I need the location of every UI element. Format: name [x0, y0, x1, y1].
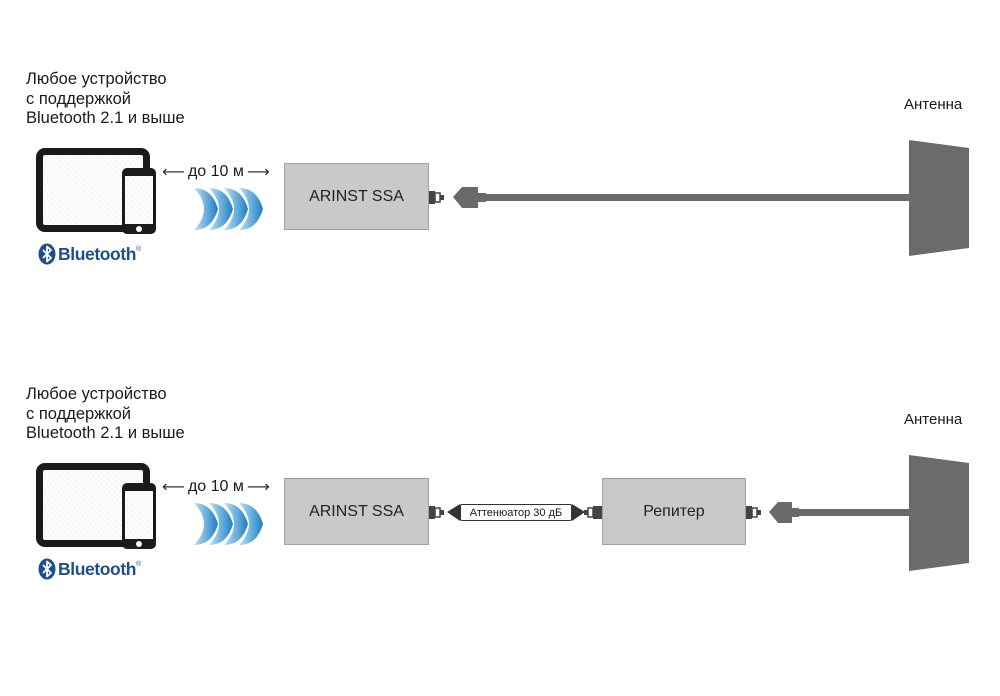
- range-label: до 10 м: [187, 163, 244, 180]
- arrow-right-icon: ⟶: [246, 164, 270, 181]
- attenuator-label: Аттенюатор 30 дБ: [469, 506, 563, 519]
- arrow-left-icon: ⟵: [162, 479, 185, 496]
- attenuator-left-tip: [447, 504, 460, 521]
- cable-assembly: [429, 502, 910, 523]
- diagram-repeater-connection: Любое устройство с поддержкой Bluetooth …: [0, 315, 1000, 615]
- caption-line-3: Bluetooth 2.1 и выше: [26, 424, 185, 442]
- repeater-box: Репитер: [602, 478, 746, 545]
- smartphone-icon: [122, 483, 156, 549]
- smartphone-icon: [122, 168, 156, 234]
- analyzer-label: ARINST SSA: [309, 187, 404, 205]
- bluetooth-icon: [38, 558, 56, 580]
- attenuator: Аттенюатор 30 дБ: [460, 504, 572, 521]
- bluetooth-label: Bluetooth: [58, 559, 137, 579]
- device-caption: Любое устройство с поддержкой Bluetooth …: [26, 385, 185, 444]
- registered-mark: ®: [136, 246, 142, 253]
- repeater-label: Репитер: [643, 502, 705, 520]
- analyzer-label: ARINST SSA: [309, 502, 404, 520]
- arrow-right-icon: ⟶: [246, 479, 270, 496]
- caption-line-3: Bluetooth 2.1 и выше: [26, 109, 185, 127]
- device-caption: Любое устройство с поддержкой Bluetooth …: [26, 70, 185, 129]
- analyzer-connector-icon: [429, 506, 444, 519]
- attenuator-right-tip: [572, 504, 585, 521]
- bluetooth-logo: Bluetooth ®: [38, 243, 141, 265]
- bluetooth-label: Bluetooth: [58, 244, 137, 264]
- antenna-label: Антенна: [904, 411, 963, 428]
- range-indicator: ⟵ до 10 м ⟶: [162, 475, 270, 499]
- coax-cable: [799, 509, 910, 516]
- analyzer-box: ARINST SSA: [284, 478, 429, 545]
- caption-line-2: с поддержкой: [26, 404, 132, 423]
- antenna-label: Антенна: [904, 96, 963, 113]
- antenna-icon: [909, 455, 969, 571]
- arrow-left-icon: ⟵: [162, 164, 185, 181]
- cable-assembly: [429, 187, 910, 208]
- analyzer-box: ARINST SSA: [284, 163, 429, 230]
- antenna-icon: [909, 140, 969, 256]
- wireless-waves-icon: [194, 503, 263, 545]
- bluetooth-icon: [38, 243, 56, 265]
- repeater-in-connector-icon: [584, 506, 602, 519]
- bluetooth-logo: Bluetooth ®: [38, 558, 141, 580]
- wireless-waves-icon: [194, 188, 263, 230]
- range-label: до 10 м: [187, 478, 244, 495]
- cable-plug-icon: [769, 502, 799, 523]
- caption-line-1: Любое устройство: [26, 70, 167, 88]
- diagram-direct-connection: Любое устройство с поддержкой Bluetooth …: [0, 0, 1000, 300]
- coax-cable: [486, 194, 910, 201]
- range-indicator: ⟵ до 10 м ⟶: [162, 160, 270, 184]
- analyzer-connector-icon: [429, 191, 444, 204]
- caption-line-2: с поддержкой: [26, 89, 132, 108]
- caption-line-1: Любое устройство: [26, 385, 167, 403]
- repeater-out-connector-icon: [746, 506, 761, 519]
- registered-mark: ®: [136, 561, 142, 568]
- cable-plug-icon: [453, 187, 486, 208]
